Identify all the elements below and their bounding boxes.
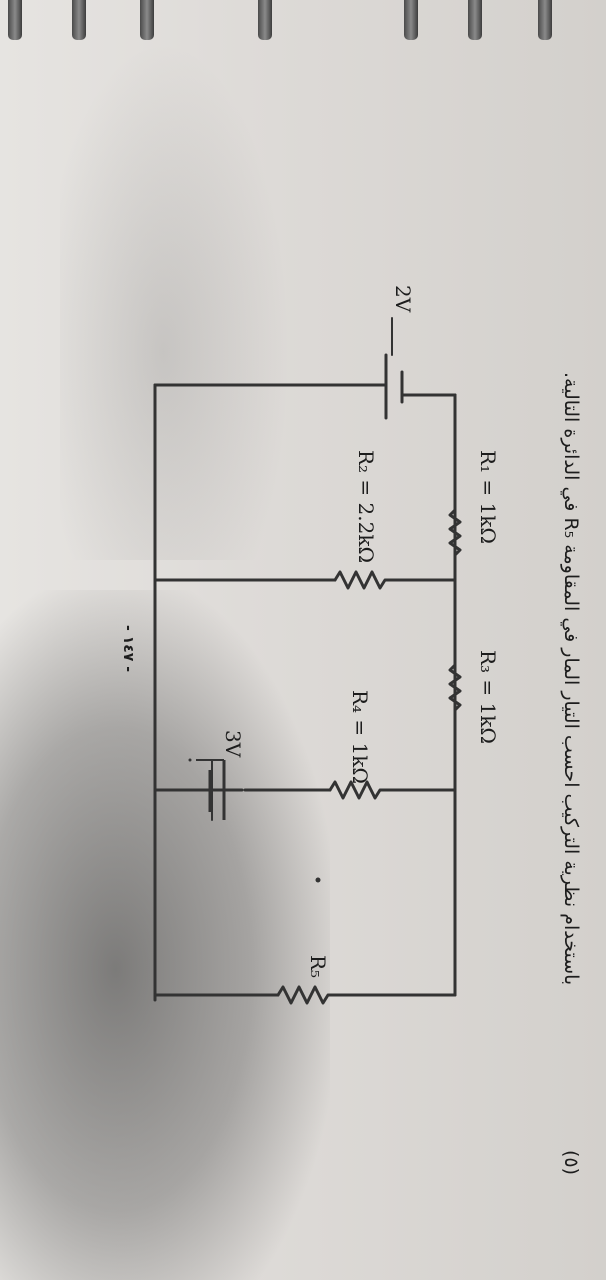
label-r1: R₁ = 1kΩ bbox=[476, 450, 500, 544]
label-r5: R₅ bbox=[306, 955, 330, 979]
label-3v: 3V bbox=[221, 730, 245, 758]
resistor-r2 bbox=[333, 570, 457, 590]
ink-dot bbox=[315, 877, 321, 883]
label-2v: 2V bbox=[391, 285, 415, 313]
page-number: - ١٤٧ - bbox=[120, 625, 136, 673]
label-r3: R₃ = 1kΩ bbox=[476, 650, 500, 744]
resistor-r1 bbox=[448, 393, 462, 582]
label-r4: R₄ = 1kΩ bbox=[348, 690, 372, 784]
resistor-r3 bbox=[448, 578, 462, 792]
label-r2: R₂ = 2.2kΩ bbox=[354, 450, 378, 564]
battery-3v bbox=[196, 759, 226, 820]
resistor-r4 bbox=[328, 780, 457, 800]
resistor-r5 bbox=[276, 985, 457, 1005]
spiral-binding bbox=[0, 0, 606, 48]
